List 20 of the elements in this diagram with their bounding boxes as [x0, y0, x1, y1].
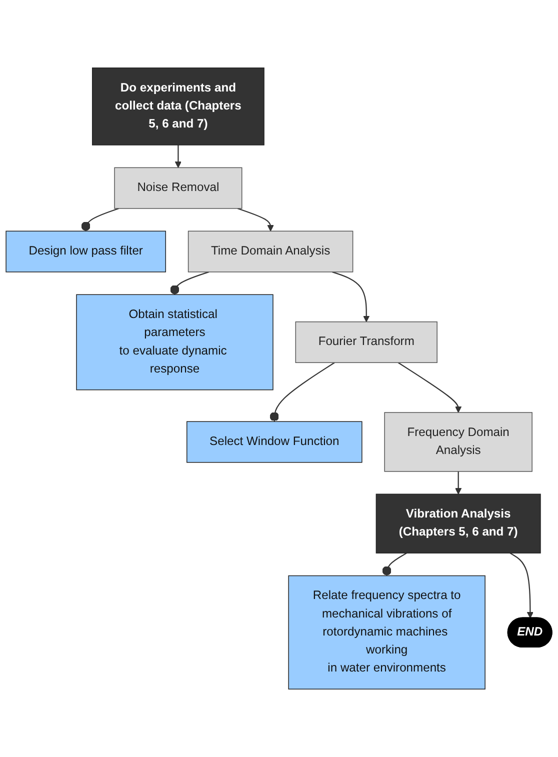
connector	[270, 362, 335, 422]
node-box: Vibration Analysis (Chapters 5, 6 and 7)	[376, 494, 541, 554]
node-box: Noise Removal	[114, 167, 242, 209]
node-box: Do experiments and collect data (Chapters 5, 6 and 7)	[92, 68, 264, 146]
node-box: Obtain statistical parameters to evaluate dynamic response	[76, 294, 274, 390]
arrow	[174, 145, 182, 168]
node-box: Fourier Transform	[295, 321, 438, 363]
connector	[81, 208, 119, 232]
node-box: Time Domain Analysis	[188, 230, 354, 272]
node-box: Frequency Domain Analysis	[384, 412, 532, 472]
node-box: Design low pass filter	[6, 230, 166, 272]
arrow	[237, 208, 274, 232]
node-box: Relate frequency spectra to mechanical vibrations of rotordynamic machines working in water environments	[288, 575, 486, 690]
connector	[170, 271, 210, 295]
arrow	[398, 362, 462, 413]
arrow	[510, 552, 534, 618]
connector	[382, 552, 407, 576]
node-box: Select Window Function	[186, 421, 362, 463]
arrow	[455, 471, 462, 494]
arrow	[332, 271, 370, 322]
